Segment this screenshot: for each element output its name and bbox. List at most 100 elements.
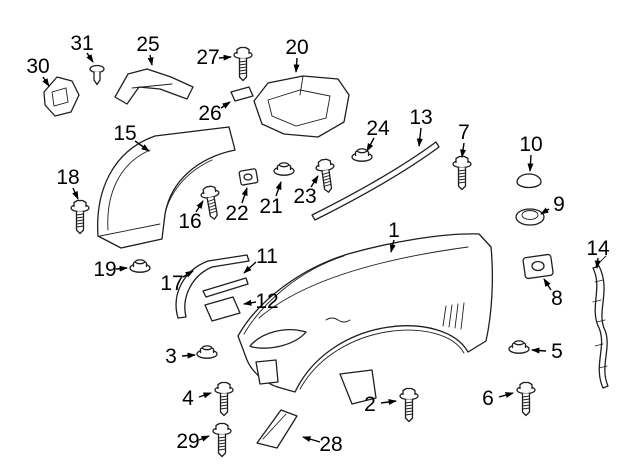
callout-30: 30 [26, 55, 50, 87]
callout-number: 26 [198, 102, 221, 125]
callout-arrow [540, 207, 550, 215]
callout-12: 12 [243, 290, 279, 313]
callout-arrow [275, 181, 282, 197]
callout-10: 10 [519, 133, 543, 172]
callout-arrow [115, 265, 128, 272]
callout-number: 30 [26, 55, 49, 78]
callout-arrow [198, 392, 212, 399]
callout-arrow [460, 142, 467, 158]
callout-25: 25 [136, 33, 160, 66]
part-30-bracket [43, 76, 80, 117]
callout-6: 6 [482, 387, 514, 410]
part-1-fender-panel [237, 233, 494, 405]
callout-19: 19 [93, 258, 128, 281]
callout-number: 19 [93, 258, 116, 281]
callout-9: 9 [540, 193, 565, 216]
part-9-cap [515, 208, 545, 226]
callout-number: 11 [256, 245, 278, 268]
callout-number: 21 [259, 195, 282, 218]
callout-number: 31 [70, 32, 93, 55]
callout-27: 27 [196, 46, 232, 69]
callout-number: 7 [458, 121, 470, 144]
callout-arrow [241, 187, 248, 204]
part-20-wheel-housing-front [253, 75, 350, 138]
callout-20: 20 [285, 36, 309, 73]
callout-29: 29 [176, 430, 210, 453]
callout-18: 18 [56, 166, 80, 200]
callout-arrow [243, 261, 257, 274]
part-15-fender-liner [97, 126, 236, 249]
callout-8: 8 [543, 278, 563, 310]
callout-23: 23 [293, 175, 319, 208]
callout-21: 21 [259, 181, 283, 218]
callout-arrow [42, 76, 50, 87]
part-12-plate [204, 296, 241, 322]
callout-17: 17 [160, 270, 194, 295]
callout-arrow [389, 239, 396, 253]
callout-number: 8 [551, 287, 563, 310]
callout-arrow [293, 57, 300, 73]
part-14-edge-seal [592, 255, 609, 389]
callout-11: 11 [243, 245, 278, 274]
callout-arrow [72, 187, 79, 200]
callout-arrow [198, 435, 210, 442]
callout-15: 15 [113, 122, 150, 152]
callout-arrow [531, 347, 547, 354]
callout-number: 4 [182, 387, 194, 410]
callout-28: 28 [302, 433, 343, 456]
part-26-pad [230, 86, 254, 102]
callout-5: 5 [531, 340, 563, 363]
callout-7: 7 [458, 121, 470, 158]
callout-26: 26 [198, 101, 231, 125]
callout-arrow [310, 175, 319, 188]
callout-number: 12 [255, 290, 278, 313]
callout-number: 29 [176, 430, 199, 453]
callout-number: 20 [285, 36, 308, 59]
callout-number: 6 [482, 387, 494, 410]
part-8-clip-nut [522, 253, 554, 280]
callout-16: 16 [178, 200, 204, 233]
callout-14: 14 [586, 237, 610, 269]
callout-3: 3 [165, 345, 196, 368]
callout-number: 1 [388, 219, 400, 242]
callout-arrow [243, 299, 257, 306]
part-22-clip [238, 168, 259, 186]
callout-arrow [195, 200, 204, 213]
part-13-moulding [311, 141, 440, 221]
callout-number: 16 [178, 210, 201, 233]
callout-number: 5 [551, 340, 563, 363]
callout-number: 10 [519, 133, 542, 156]
part-28-trim [256, 409, 298, 449]
part-25-support-bracket [114, 68, 194, 105]
callout-arrow [134, 140, 150, 152]
callout-31: 31 [70, 32, 94, 63]
callout-number: 2 [364, 393, 376, 416]
callout-2: 2 [364, 393, 397, 416]
callout-22: 22 [225, 187, 249, 225]
callout-number: 27 [196, 46, 219, 69]
callout-number: 18 [56, 166, 79, 189]
callout-number: 22 [225, 202, 248, 225]
callout-number: 25 [136, 33, 159, 56]
callout-number: 14 [586, 237, 610, 260]
callout-arrow [527, 154, 534, 172]
callout-arrow [543, 278, 552, 291]
callout-arrow [416, 127, 423, 147]
callout-number: 15 [113, 122, 136, 145]
callout-4: 4 [182, 387, 212, 410]
callout-arrow [380, 399, 397, 405]
callout-arrow [86, 52, 94, 63]
callout-number: 23 [293, 185, 316, 208]
callout-number: 28 [319, 433, 342, 456]
callout-arrow [220, 101, 231, 109]
callout-arrow [366, 137, 375, 152]
callout-1: 1 [388, 219, 400, 253]
callout-number: 9 [553, 193, 565, 216]
callout-arrow [218, 54, 232, 61]
part-11-strip [202, 277, 249, 298]
part-17-gap-seal [175, 254, 250, 319]
callout-number: 13 [409, 106, 432, 129]
callout-arrow [594, 257, 601, 269]
callout-number: 3 [165, 345, 177, 368]
